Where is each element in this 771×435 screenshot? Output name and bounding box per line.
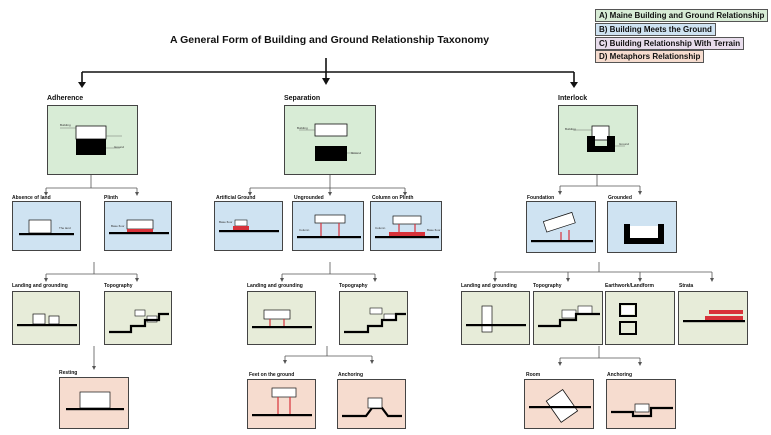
node-label-strata: Strata	[679, 283, 694, 289]
legend-item-b: B) Building Meets the Ground	[595, 23, 716, 36]
node-label-column-on-plinth: Column on Plinth	[372, 195, 414, 201]
category-adherence: Adherence	[47, 95, 84, 102]
label-building: Building	[297, 126, 308, 130]
node-label-landing-grounding-i: Landing and grounding	[461, 283, 517, 289]
label-column: Column	[299, 228, 310, 232]
node-label-feet-on-ground: Feet on the ground	[249, 372, 295, 378]
node-label-topography-a: Topography	[104, 283, 133, 289]
artificial-ground-box: Base floor	[214, 201, 283, 251]
earthwork-landform-box	[605, 291, 675, 345]
landing-grounding-a-box	[12, 291, 80, 345]
adherence-main-box: Building Ground	[47, 105, 138, 175]
room-box	[524, 379, 594, 429]
node-label-grounded: Grounded	[608, 195, 632, 201]
legend-item-a: A) Maine Building and Ground Relationshi…	[595, 9, 769, 22]
node-label-topography-s: Topography	[339, 283, 368, 289]
node-label-topography-i: Topography	[533, 283, 562, 289]
legend-item-d: D) Metaphors Relationship	[595, 50, 705, 63]
resting-box	[59, 377, 129, 429]
label-building: Building	[60, 123, 71, 127]
node-label-landing-grounding-a: Landing and grounding	[12, 283, 68, 289]
topography-i-box	[533, 291, 603, 345]
anchoring-i-box	[606, 379, 676, 429]
legend-item-c: C) Building Relationship With Terrain	[595, 37, 745, 50]
label-base-floor: Base floor	[111, 224, 125, 228]
topography-a-box	[104, 291, 172, 345]
strata-box	[678, 291, 748, 345]
anchoring-s-box	[337, 379, 406, 429]
plinth-box: Base floor	[104, 201, 172, 251]
topography-s-box	[339, 291, 408, 345]
label-ground: Ground	[619, 142, 630, 146]
category-separation: Separation	[284, 95, 321, 102]
node-label-room: Room	[526, 372, 541, 378]
category-interlock: Interlock	[558, 95, 588, 102]
label-base-floor: Base floor	[219, 220, 233, 224]
node-label-plinth: Plinth	[104, 195, 118, 201]
foundation-box	[526, 201, 596, 253]
label-the-land: The land	[59, 226, 71, 230]
ungrounded-box: Column	[292, 201, 364, 251]
label-base-floor: Base floor	[427, 228, 441, 232]
interlock-main-box: Building Ground	[558, 105, 638, 175]
absence-of-land-box: The land	[12, 201, 81, 251]
node-label-foundation: Foundation	[527, 195, 555, 201]
landing-grounding-i-box	[461, 291, 530, 345]
node-label-anchoring-s: Anchoring	[338, 372, 363, 378]
label-column: Column	[375, 226, 386, 230]
node-label-anchoring-i: Anchoring	[607, 372, 632, 378]
node-label-resting: Resting	[59, 370, 78, 376]
separation-main-box: Building Ground	[284, 105, 376, 175]
label-ground: Ground	[114, 145, 125, 149]
feet-on-ground-box	[247, 379, 316, 429]
landing-grounding-s-box	[247, 291, 316, 345]
label-building: Building	[565, 127, 576, 131]
diagram-title: A General Form of Building and Ground Re…	[170, 34, 490, 46]
node-label-artificial-ground: Artificial Ground	[216, 195, 256, 201]
grounded-box	[607, 201, 677, 253]
node-label-absence-of-land: Absence of land	[12, 195, 51, 201]
node-label-earthwork-landform: Earthwork/Landform	[605, 283, 654, 289]
column-on-plinth-box: Column Base floor	[370, 201, 442, 251]
node-label-landing-grounding-s: Landing and grounding	[247, 283, 303, 289]
label-ground: Ground	[351, 151, 362, 155]
node-label-ungrounded: Ungrounded	[294, 195, 324, 201]
